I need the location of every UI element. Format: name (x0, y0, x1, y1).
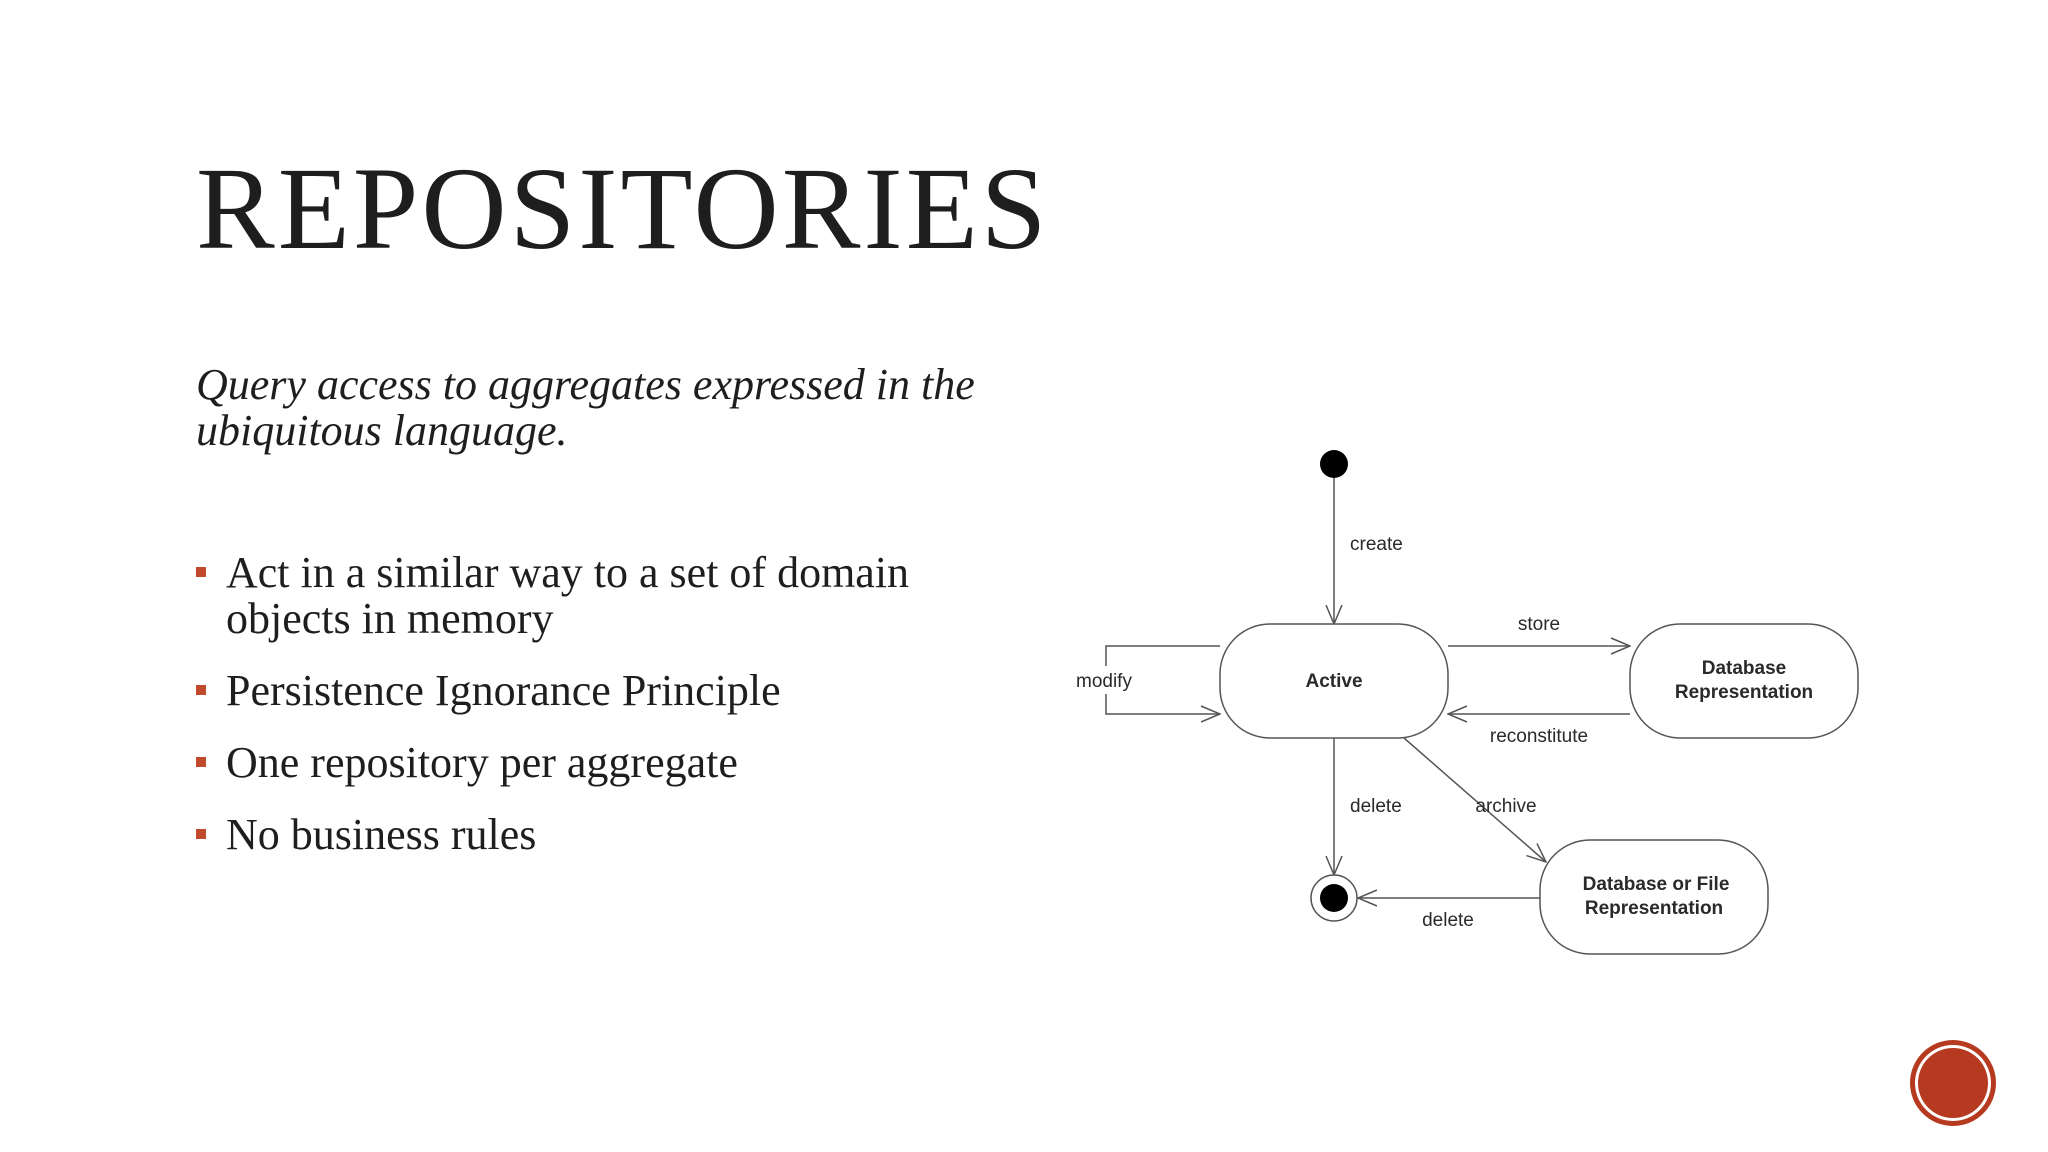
modify-label: modify (1076, 671, 1132, 692)
bullet-text: One repository per aggregate (226, 738, 738, 787)
bullet-square-icon (196, 829, 206, 839)
archive-transition-arrow (1403, 737, 1546, 862)
database-or-file-state (1539, 839, 1769, 955)
bullet-text: Persistence Ignorance Principle (226, 666, 781, 715)
db-rep-label-line1: Database (1702, 658, 1787, 679)
modify-label-bg (1074, 666, 1136, 694)
bullet-item: One repository per aggregate (196, 740, 956, 786)
delete-label-archive: delete (1422, 910, 1474, 931)
bullet-square-icon (196, 685, 206, 695)
initial-state-node (1320, 450, 1348, 478)
slide-title: REPOSITORIES (196, 143, 1050, 274)
slide-nav-button-icon[interactable] (1915, 1045, 1991, 1121)
reconstitute-label: reconstitute (1490, 726, 1588, 747)
delete-label-active: delete (1350, 796, 1402, 817)
bullet-item: Act in a similar way to a set of domain … (196, 550, 956, 642)
slide-subtitle: Query access to aggregates expressed in … (196, 360, 975, 455)
store-label: store (1518, 614, 1560, 635)
final-state-node (1320, 884, 1348, 912)
bullet-list: Act in a similar way to a set of domain … (196, 550, 956, 884)
bullet-square-icon (196, 567, 206, 577)
db-rep-label-line2: Representation (1675, 682, 1813, 703)
bullet-item: Persistence Ignorance Principle (196, 668, 956, 714)
archive-label: archive (1475, 796, 1536, 817)
state-diagram: create Active modify Database Representa… (1074, 450, 1859, 955)
bullet-text: No business rules (226, 810, 537, 859)
dbfile-label-line1: Database or File (1583, 874, 1730, 895)
dbfile-label-line2: Representation (1585, 898, 1723, 919)
active-state-label: Active (1305, 671, 1362, 692)
database-representation-state (1629, 623, 1859, 739)
create-label: create (1350, 534, 1403, 555)
bullet-square-icon (196, 757, 206, 767)
bullet-item: No business rules (196, 812, 956, 858)
bullet-text: Act in a similar way to a set of domain … (226, 548, 910, 643)
